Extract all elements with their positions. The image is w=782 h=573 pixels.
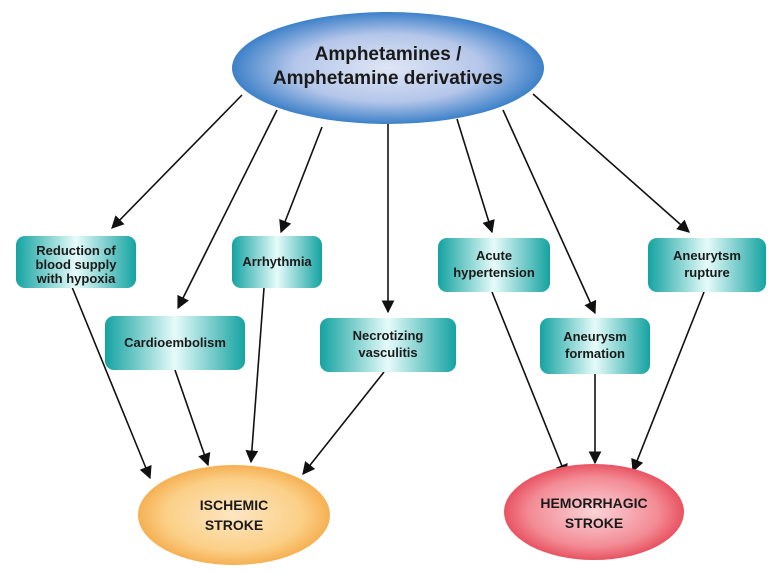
arrow-root-to-arrhythmia xyxy=(279,126,323,234)
arrow-aneurysm-rupture-to-hemorrhagic xyxy=(631,291,705,473)
arrow-hypertension-to-hemorrhagic xyxy=(491,291,568,478)
hemorrhagic-ellipse xyxy=(504,464,684,560)
box-cardioembolism xyxy=(105,316,245,370)
hypertension-line2: hypertension xyxy=(453,265,535,280)
ischemic-line1: ISCHEMIC xyxy=(200,497,268,513)
box-hypertension xyxy=(438,238,550,292)
hemorrhagic-line2: STROKE xyxy=(565,515,623,531)
root-node: Amphetamines / Amphetamine derivatives xyxy=(232,12,544,124)
cardioembolism-line1: Cardioembolism xyxy=(124,335,226,350)
outcome-ischemic: ISCHEMIC STROKE xyxy=(138,465,330,565)
hemorrhagic-line1: HEMORRHAGIC xyxy=(540,495,647,511)
aneurysm-rupture-line1: Aneurytsm xyxy=(673,248,741,263)
arrow-root-to-aneurysm-formation xyxy=(502,109,597,315)
root-ellipse xyxy=(232,12,544,124)
arrow-root-to-reduction xyxy=(111,94,243,229)
ischemic-ellipse xyxy=(138,465,330,565)
aneurysm-formation-line2: formation xyxy=(565,346,625,361)
mechanism-hypertension: Acute hypertension xyxy=(438,238,550,292)
arrow-vasculitis-to-ischemic xyxy=(302,371,385,476)
arrow-root-to-hypertension xyxy=(456,118,495,234)
box-aneurysm-rupture xyxy=(648,238,766,292)
mechanism-aneurysm-rupture: Aneurytsm rupture xyxy=(648,238,766,292)
reduction-line2: blood supply xyxy=(36,257,118,272)
box-vasculitis xyxy=(320,318,456,372)
mechanism-arrhythmia: Arrhythmia xyxy=(232,236,322,288)
mechanism-cardioembolism: Cardioembolism xyxy=(105,316,245,370)
mechanism-aneurysm-formation: Aneurysm formation xyxy=(540,318,650,374)
box-arrhythmia xyxy=(232,236,322,288)
arrow-arrhythmia-to-ischemic xyxy=(245,287,265,464)
box-reduction xyxy=(16,236,136,288)
arrhythmia-line1: Arrhythmia xyxy=(242,254,312,269)
arrow-root-to-aneurysm-rupture xyxy=(532,93,690,233)
vasculitis-line1: Necrotizing xyxy=(353,328,424,343)
arrow-cardioembolism-to-ischemic xyxy=(174,369,211,467)
hypertension-line1: Acute xyxy=(476,248,512,263)
arrow-root-to-cardioembolism xyxy=(177,109,278,310)
root-label-line1: Amphetamines / xyxy=(315,44,462,65)
arrow-reduction-to-ischemic xyxy=(71,286,152,480)
reduction-line3: with hypoxia xyxy=(36,271,117,286)
aneurysm-formation-line1: Aneurysm xyxy=(563,329,627,344)
outcome-hemorrhagic: HEMORRHAGIC STROKE xyxy=(504,464,684,560)
aneurysm-rupture-line2: rupture xyxy=(684,265,730,280)
root-label-line2: Amphetamine derivatives xyxy=(273,68,503,89)
mechanism-vasculitis: Necrotizing vasculitis xyxy=(320,318,456,372)
arrows-to-outcomes xyxy=(71,286,705,480)
box-aneurysm-formation xyxy=(540,318,650,374)
vasculitis-line2: vasculitis xyxy=(358,345,417,360)
ischemic-line2: STROKE xyxy=(205,517,263,533)
reduction-line1: Reduction of xyxy=(36,243,116,258)
mechanism-reduction: Reduction of blood supply with hypoxia xyxy=(16,236,136,288)
arrows-from-root xyxy=(111,93,690,315)
